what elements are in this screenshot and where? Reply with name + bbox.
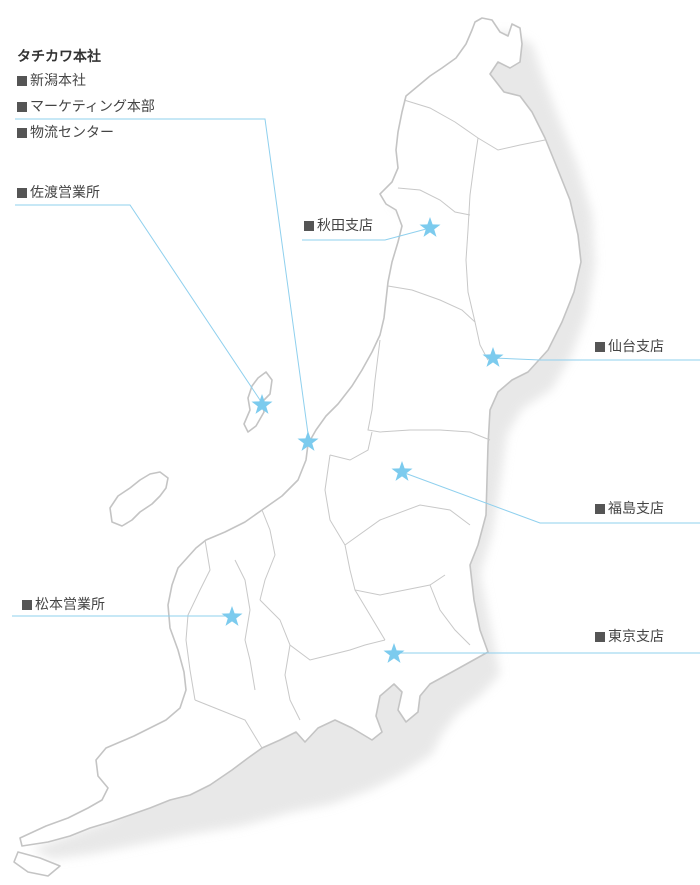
branch-label-sendai: 仙台支店 xyxy=(595,338,664,356)
star-icon xyxy=(391,461,413,481)
leader-lines xyxy=(12,118,700,654)
hq-item-label: マーケティング本部 xyxy=(30,99,155,115)
square-bullet-icon xyxy=(17,188,27,198)
square-bullet-icon xyxy=(595,342,605,352)
square-bullet-icon xyxy=(17,76,27,86)
star-icon xyxy=(419,217,441,237)
square-bullet-icon xyxy=(17,128,27,138)
leader-line-fukushima xyxy=(401,471,700,524)
star-icon xyxy=(383,643,405,663)
leader-line-akita xyxy=(302,227,431,241)
branch-label-akita: 秋田支店 xyxy=(304,217,373,235)
leader-line-headquarters xyxy=(15,118,310,442)
square-bullet-icon xyxy=(595,632,605,642)
branch-label-sado: 佐渡営業所 xyxy=(17,184,100,202)
square-bullet-icon xyxy=(17,102,27,112)
hq-item-label: 新潟本社 xyxy=(30,73,86,89)
star-icon xyxy=(221,606,243,626)
branch-label-fukushima: 福島支店 xyxy=(595,500,664,518)
square-bullet-icon xyxy=(22,600,32,610)
star-icon xyxy=(482,347,504,367)
hq-item-marketing: マーケティング本部 xyxy=(17,98,155,116)
hq-item-label: 物流センター xyxy=(30,125,114,141)
leader-line-sado xyxy=(15,204,263,404)
square-bullet-icon xyxy=(304,221,314,231)
hq-item-niigata: 新潟本社 xyxy=(17,72,86,90)
company-name: タチカワ本社 xyxy=(17,49,101,65)
star-icon xyxy=(251,394,273,414)
star-icon xyxy=(297,431,319,451)
hq-item-logistics: 物流センター xyxy=(17,124,114,142)
square-bullet-icon xyxy=(595,504,605,514)
leader-line-sendai xyxy=(492,357,700,361)
branch-label-matsumoto: 松本営業所 xyxy=(22,596,105,614)
branch-label-tokyo: 東京支店 xyxy=(595,628,664,646)
prefecture-borders xyxy=(185,99,546,749)
